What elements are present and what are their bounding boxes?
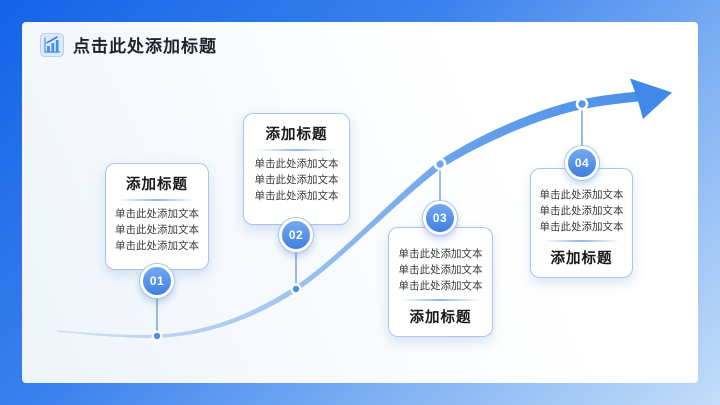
- page-title[interactable]: 点击此处添加标题: [73, 37, 217, 56]
- growth-curve-arrow: [57, 78, 672, 342]
- step-number-badge-2: 02: [279, 218, 313, 252]
- step-card-text[interactable]: 单击此处添加文本: [254, 174, 339, 186]
- step-card-text[interactable]: 单击此处添加文本: [539, 205, 624, 217]
- curve-node-03: [433, 157, 447, 171]
- step-number-badge-1: 01: [140, 264, 174, 298]
- card-divider: [401, 299, 480, 301]
- step-card-text[interactable]: 单击此处添加文本: [398, 264, 483, 276]
- step-number: 02: [288, 228, 304, 242]
- step-number: 03: [432, 211, 448, 225]
- card-divider: [256, 149, 337, 151]
- step-card-3[interactable]: 单击此处添加文本 单击此处添加文本 单击此处添加文本 添加标题: [388, 227, 493, 337]
- step-card-text[interactable]: 单击此处添加文本: [115, 240, 199, 252]
- step-number: 04: [574, 156, 590, 170]
- slide-canvas: 点击此处添加标题: [22, 22, 698, 383]
- curve-node-04: [575, 97, 589, 111]
- step-card-text[interactable]: 单击此处添加文本: [115, 224, 199, 236]
- step-card-text[interactable]: 单击此处添加文本: [539, 189, 624, 201]
- slide-header: 点击此处添加标题: [40, 32, 217, 57]
- step-card-2[interactable]: 添加标题 单击此处添加文本 单击此处添加文本 单击此处添加文本: [243, 113, 350, 225]
- step-card-text[interactable]: 单击此处添加文本: [398, 248, 483, 260]
- step-card-4[interactable]: 单击此处添加文本 单击此处添加文本 单击此处添加文本 添加标题: [530, 168, 633, 278]
- step-card-text[interactable]: 单击此处添加文本: [115, 208, 199, 220]
- curve-node-02: [290, 283, 302, 295]
- curve-node-01: [151, 330, 163, 342]
- arrow-head-icon: [630, 78, 672, 119]
- step-card-1[interactable]: 添加标题 单击此处添加文本 单击此处添加文本 单击此处添加文本: [105, 163, 209, 270]
- step-number-badge-4: 04: [565, 146, 599, 180]
- step-card-text[interactable]: 单击此处添加文本: [398, 280, 483, 292]
- step-card-text[interactable]: 单击此处添加文本: [254, 158, 339, 170]
- card-divider: [543, 240, 620, 242]
- step-card-title[interactable]: 添加标题: [550, 251, 613, 267]
- step-card-title[interactable]: 添加标题: [265, 127, 328, 143]
- step-card-text[interactable]: 单击此处添加文本: [254, 190, 339, 202]
- step-card-title[interactable]: 添加标题: [409, 310, 472, 326]
- bar-chart-icon: [40, 32, 64, 57]
- connector-lines: [156, 104, 583, 336]
- step-card-title[interactable]: 添加标题: [126, 177, 188, 193]
- step-number-badge-3: 03: [423, 201, 457, 235]
- step-card-text[interactable]: 单击此处添加文本: [539, 221, 624, 233]
- step-number: 01: [149, 274, 165, 288]
- card-divider: [118, 199, 196, 201]
